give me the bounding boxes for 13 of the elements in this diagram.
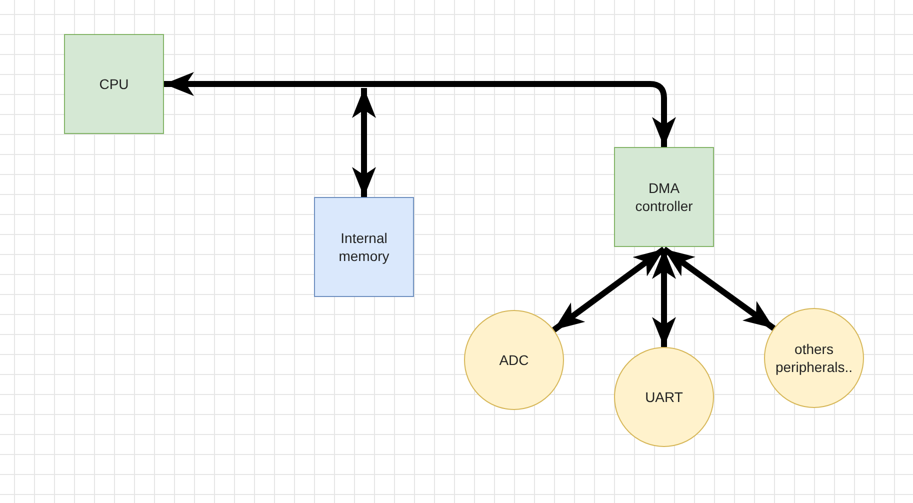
bus-arrow (552, 246, 666, 332)
bus-arrow (352, 88, 376, 197)
process-box (64, 34, 164, 134)
node-label: CPU (98, 75, 130, 93)
process-box (614, 147, 714, 247)
node-label: UART (644, 388, 684, 406)
node-label: Internal memory (338, 229, 390, 265)
node-label: others peripherals.. (774, 340, 854, 376)
bus-arrow (662, 246, 776, 331)
node-label: ADC (498, 351, 530, 369)
node-label: DMA controller (634, 179, 694, 215)
process-box (314, 197, 414, 297)
bus-arrow (164, 72, 676, 147)
